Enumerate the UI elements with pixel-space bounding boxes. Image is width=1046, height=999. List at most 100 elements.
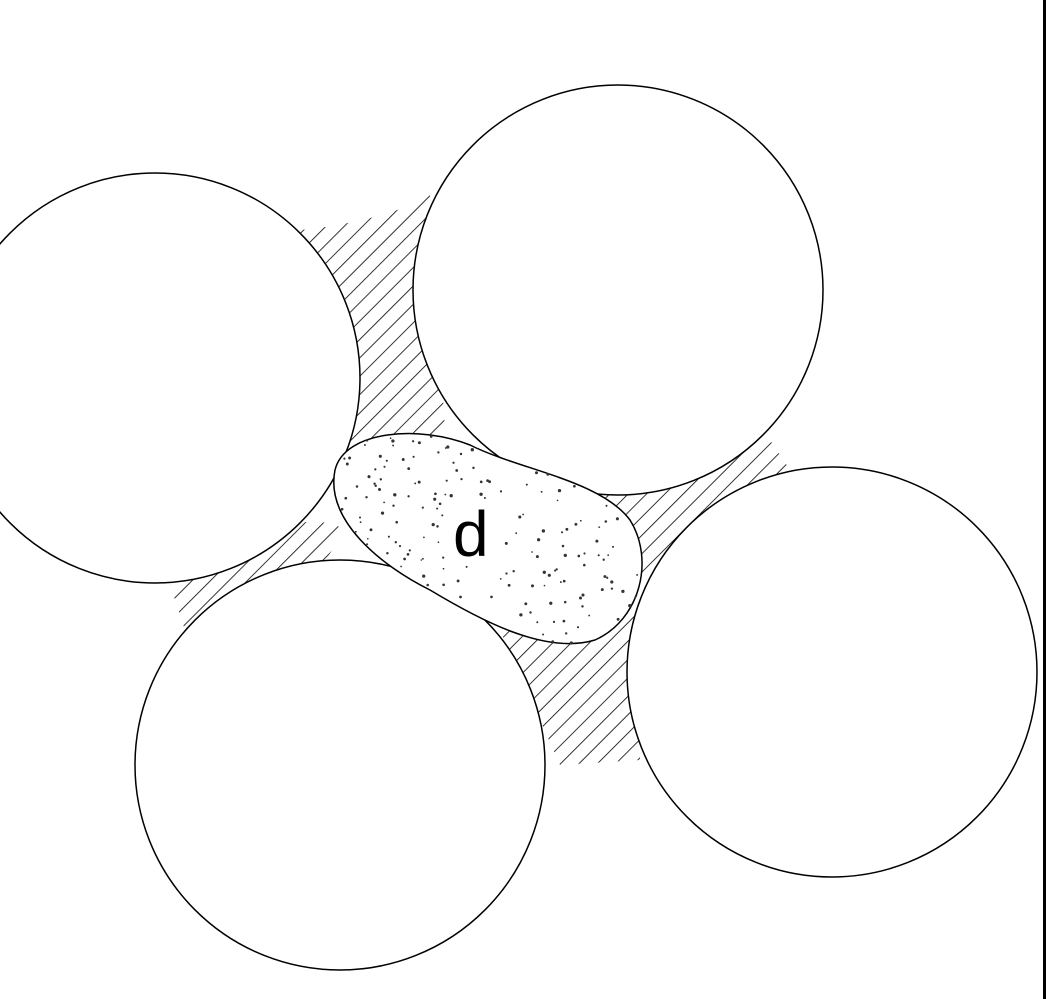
speckle-dot — [490, 595, 493, 599]
speckle-dot — [445, 479, 448, 482]
speckle-dot — [540, 490, 543, 493]
speckle-dot — [499, 490, 503, 493]
speckle-dot — [354, 530, 357, 533]
speckle-dot — [483, 496, 486, 500]
speckle-dot — [583, 552, 586, 555]
speckle-dot — [422, 574, 426, 578]
speckle-dot — [543, 584, 546, 587]
speckle-dot — [431, 522, 435, 527]
right-frame-border — [1043, 0, 1046, 999]
speckle-dot — [407, 495, 410, 498]
speckle-dot — [505, 572, 508, 575]
speckle-dot — [581, 593, 585, 597]
speckle-dot — [547, 573, 551, 577]
speckle-dot — [442, 583, 445, 587]
speckle-dot — [583, 563, 586, 567]
speckle-dot — [444, 493, 447, 496]
speckle-dot — [621, 589, 625, 594]
speckle-dot — [442, 556, 445, 559]
speckle-dot — [563, 553, 567, 558]
speckle-dot — [607, 554, 610, 556]
speckle-dot — [518, 515, 522, 519]
speckle-dot — [562, 619, 566, 623]
speckle-dot — [449, 494, 453, 498]
speckle-dot — [366, 537, 369, 540]
speckle-dot — [542, 633, 545, 636]
speckle-dot — [452, 461, 455, 464]
speckle-dot — [569, 641, 573, 645]
speckle-dot — [602, 558, 605, 561]
grain-left — [0, 172, 361, 584]
speckle-dot — [561, 544, 565, 548]
speckle-dot — [393, 493, 397, 497]
speckle-dot — [598, 526, 601, 528]
speckle-dot — [554, 569, 557, 572]
speckle-dot — [515, 532, 518, 535]
speckle-dot — [374, 484, 377, 488]
speckle-dot — [459, 452, 463, 456]
speckle-dot — [579, 519, 582, 522]
speckle-dot — [421, 506, 424, 509]
inclusion-d: d — [333, 432, 643, 645]
speckle-dot — [340, 507, 344, 511]
speckle-dot — [581, 605, 584, 608]
speckle-dot — [417, 480, 421, 484]
speckle-dot — [436, 525, 439, 528]
speckle-dot — [367, 475, 371, 479]
speckle-dot — [437, 451, 440, 454]
speckle-dot — [486, 479, 489, 482]
speckle-dot — [610, 587, 614, 590]
speckle-dot — [604, 520, 608, 523]
speckle-dot — [563, 600, 567, 604]
speckle-dot — [345, 462, 349, 466]
speckle-dot — [389, 437, 392, 440]
grain-top — [412, 84, 824, 496]
speckle-dot — [387, 535, 390, 538]
speckle-dot — [412, 455, 415, 458]
speckle-dot — [441, 514, 444, 517]
speckle-dot — [414, 482, 417, 485]
speckle-dot — [403, 557, 406, 561]
speckle-dot — [437, 541, 440, 544]
speckle-dot — [380, 511, 385, 515]
inclusion-label: d — [453, 498, 489, 570]
speckle-dot — [348, 456, 352, 460]
speckle-dot — [605, 504, 608, 507]
speckle-dot — [407, 467, 411, 471]
speckle-dot — [576, 626, 580, 629]
speckle-dot — [442, 567, 445, 570]
grain-right — [626, 466, 1038, 878]
speckle-dot — [444, 447, 447, 449]
speckle-dot — [355, 485, 359, 488]
speckle-dot — [401, 458, 405, 461]
speckle-dot — [634, 596, 637, 599]
speckle-dot — [479, 480, 483, 484]
speckle-dot — [391, 439, 395, 443]
speckle-dot — [573, 484, 576, 488]
speckle-dot — [421, 557, 424, 560]
speckle-dot — [344, 496, 348, 500]
speckle-dot — [408, 549, 411, 552]
speckle-dot — [383, 465, 386, 468]
speckle-dot — [522, 513, 524, 516]
speckle-dot — [628, 604, 632, 608]
speckle-dot — [406, 553, 410, 556]
speckle-dot — [636, 573, 639, 576]
speckle-dot — [446, 445, 450, 449]
speckle-dot — [417, 441, 421, 445]
speckle-dot — [610, 580, 614, 584]
speckle-dot — [606, 576, 609, 579]
speckle-dot — [470, 448, 474, 452]
speckle-dot — [369, 528, 373, 532]
inclusion-shape — [333, 432, 643, 645]
speckle-dot — [343, 457, 346, 460]
speckle-dot — [542, 570, 546, 574]
speckle-dot — [366, 543, 369, 546]
speckle-dot — [551, 640, 555, 643]
speckle-dot — [429, 435, 433, 438]
speckle-dot — [603, 575, 607, 578]
speckle-dot — [426, 583, 429, 587]
speckle-dot — [512, 570, 515, 573]
speckle-dot — [535, 555, 539, 559]
speckle-dot — [434, 492, 437, 496]
